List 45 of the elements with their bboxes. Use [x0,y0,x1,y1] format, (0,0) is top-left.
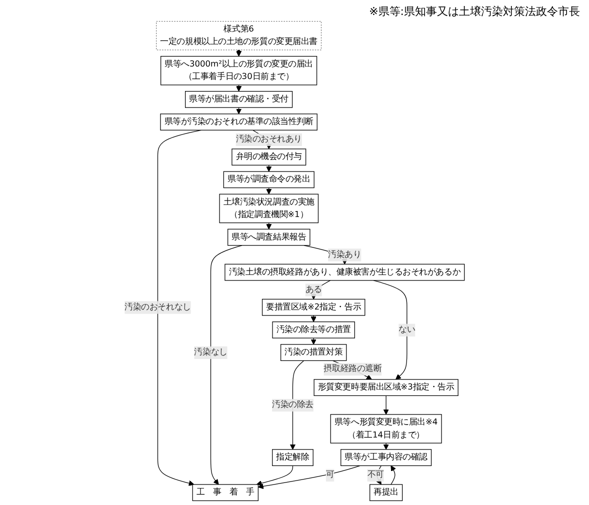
arrow [383,395,389,415]
arrow [236,84,242,92]
node-box: 汚染の措置対策 [280,344,347,361]
node-box: 県等が工事内容の確認 [340,449,432,466]
arrow [266,187,272,194]
edge-label: 可 [326,470,334,480]
arrow [236,107,242,114]
edge-label: 汚染のおそれなし [124,302,191,312]
edge-label: 不可 [367,470,384,480]
edge-label: 汚染なし [194,348,228,358]
arrow [157,130,202,486]
node-box: 工 事 着 手 [192,484,259,502]
node-box: 様式第6 一定の規模以上の土地の形質の変更届出書 [156,20,322,50]
arrow [310,315,316,322]
arrow [236,49,242,57]
arrow [258,465,360,490]
arrow [256,465,294,486]
node-box: 形質変更時要届出区域※3指定・告示 [314,379,458,396]
node-box: 県等へ形質変更時に届出※4 （着工14日前まで） [330,414,442,444]
node-box: 汚染土壌の摂取経路があり、健康被害が生じるおそれがあるか [224,264,465,281]
node-box: 県等が届出書の確認・受付 [185,91,293,108]
edge-label: ない [398,324,416,335]
arrow [210,245,242,485]
node-box: 汚染の除去等の措置 [272,321,355,338]
node-box: 再提出 [370,484,403,502]
arrow [390,465,396,485]
node-box: 県等が汚染のおそれの基準の該当性判断 [160,114,318,130]
arrow [266,164,272,172]
node-box: 土壌汚染状況調査の実施 （指定調査機関※1） [219,194,319,224]
edge-label: ある [305,284,322,294]
edge-label: 汚染のおそれあり [236,134,302,144]
arrow [383,442,389,450]
arrow [310,338,316,345]
arrow [266,222,272,230]
node-box: 要措置区域※2指定・告示 [262,298,366,316]
arrow [373,280,408,380]
note-text: ※県等:県知事又は土壌汚染対策法政令市長 [368,4,580,19]
node-box: 県等へ調査結果報告 [228,228,310,246]
edge-label: 摂取経路の遮断 [324,364,382,374]
edge-label: 汚染あり [328,250,362,260]
node-box: 県等が調査命令の発出 [223,171,314,188]
node-box: 県等へ3000m²以上の形質の変更の届出 （工事着手日の30日前まで） [160,56,318,86]
node-box: 指定解除 [272,449,314,466]
edge-label: 汚染の除去 [272,400,314,410]
node-box: 弁明の機会の付与 [232,148,306,166]
